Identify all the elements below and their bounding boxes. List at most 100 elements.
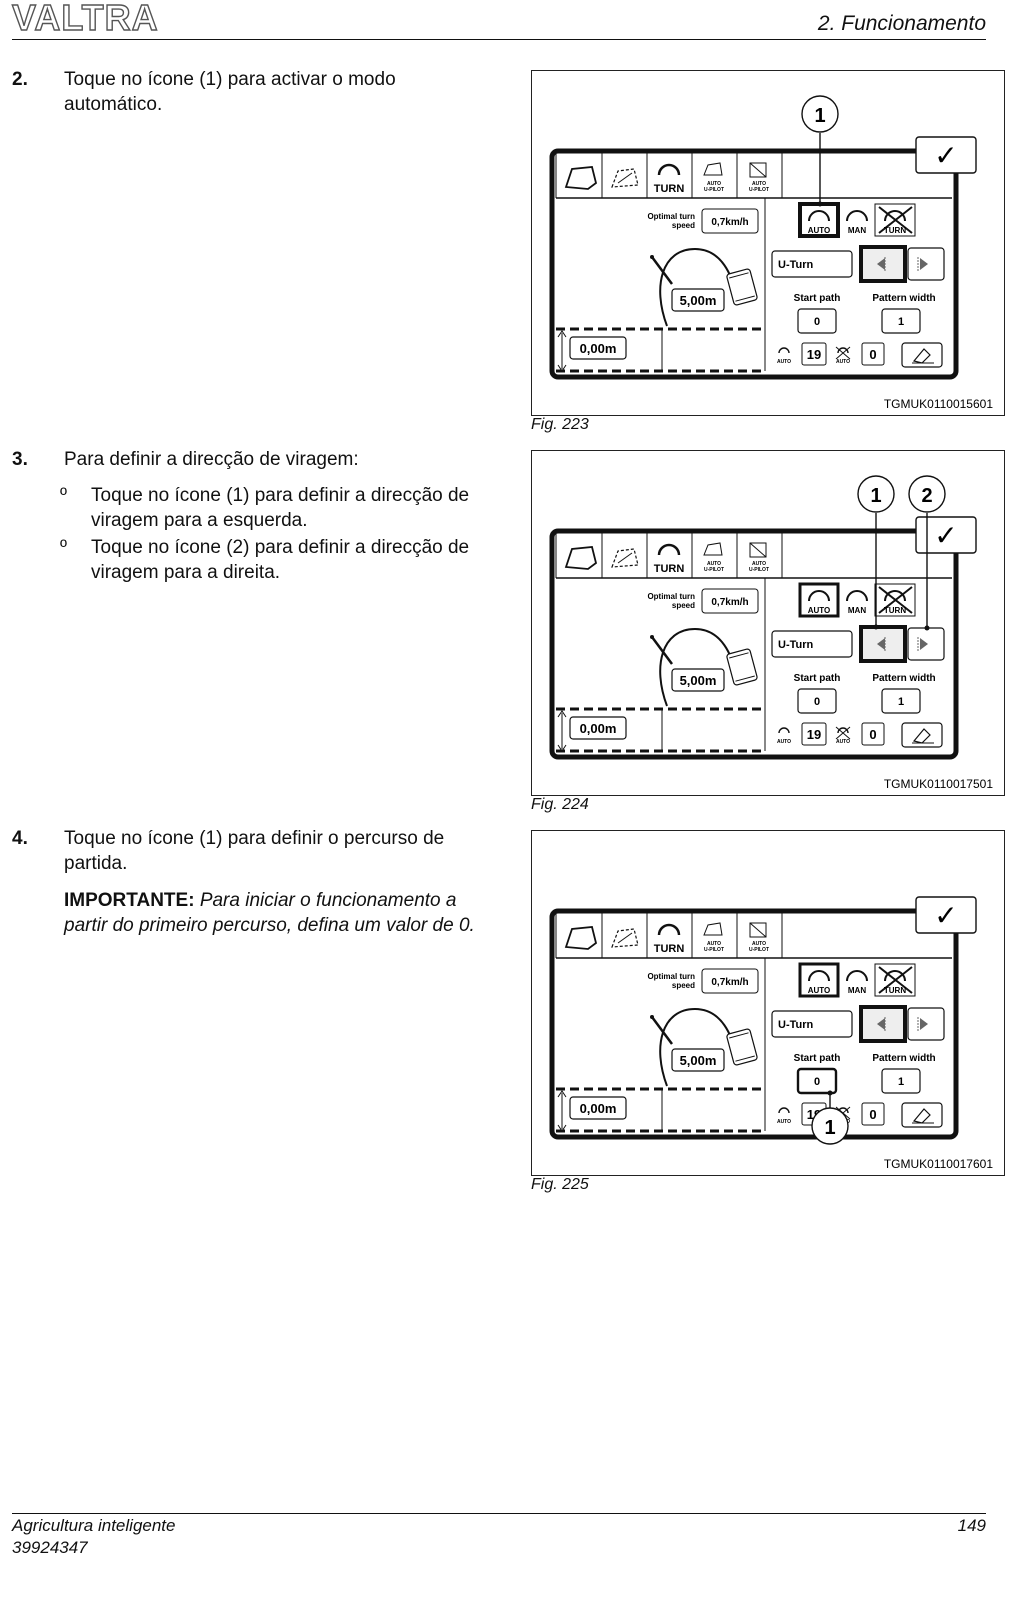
svg-text:19: 19 [807,727,821,742]
svg-text:U-PILOT: U-PILOT [749,947,769,953]
step-text: Para definir a direcção de viragem: [64,449,359,470]
footer-title: Agricultura inteligente [12,1516,176,1535]
svg-text:5,00m: 5,00m [680,293,717,308]
svg-text:AUTO: AUTO [836,359,850,365]
svg-text:U-Turn: U-Turn [778,259,814,271]
svg-text:U-PILOT: U-PILOT [704,947,724,953]
footer-doc-number: 39924347 [12,1538,88,1557]
svg-text:✓: ✓ [934,140,957,171]
svg-text:speed: speed [672,981,695,990]
svg-text:0,7km/h: 0,7km/h [711,217,748,228]
svg-text:Start path: Start path [794,293,841,304]
svg-text:1: 1 [898,316,904,328]
svg-text:AUTO: AUTO [752,941,766,947]
svg-text:1: 1 [898,696,904,708]
svg-text:2: 2 [921,485,932,507]
svg-text:MAN: MAN [848,606,866,615]
svg-text:Start path: Start path [794,1053,841,1064]
svg-text:1: 1 [870,485,881,507]
svg-text:TGMUK0110017601: TGMUK0110017601 [884,1157,994,1171]
svg-text:AUTO: AUTO [707,181,721,187]
svg-text:AUTO: AUTO [836,739,850,745]
step-text: Toque no ícone (1) para activar o modo a… [64,69,396,115]
svg-text:U-PILOT: U-PILOT [749,567,769,573]
important-label: IMPORTANTE: [64,890,195,911]
svg-text:VALTRA: VALTRA [12,0,159,36]
svg-text:Pattern width: Pattern width [872,293,935,304]
svg-text:Optimal turn: Optimal turn [647,592,695,601]
header-rule [12,39,986,40]
svg-text:TURN: TURN [654,943,685,955]
valtra-logo: VALTRA [11,0,159,36]
step-number: 4. [12,828,28,849]
svg-text:0: 0 [869,347,876,362]
svg-text:1: 1 [814,105,825,127]
svg-text:0: 0 [869,727,876,742]
svg-text:0,7km/h: 0,7km/h [711,597,748,608]
svg-text:MAN: MAN [848,226,866,235]
svg-text:speed: speed [672,601,695,610]
svg-text:0,00m: 0,00m [580,721,617,736]
svg-text:✓: ✓ [934,520,957,551]
svg-text:U-Turn: U-Turn [778,639,814,651]
svg-text:AUTO: AUTO [808,226,831,235]
svg-text:TURN: TURN [884,606,906,615]
svg-text:U-Turn: U-Turn [778,1019,814,1031]
svg-text:0,00m: 0,00m [580,341,617,356]
step-text: Toque no ícone (1) para definir o percur… [64,828,445,874]
svg-text:TURN: TURN [884,986,906,995]
svg-text:AUTO: AUTO [707,941,721,947]
svg-text:U-PILOT: U-PILOT [704,187,724,193]
svg-text:AUTO: AUTO [707,561,721,567]
svg-text:0: 0 [814,1076,820,1088]
page-number: 149 [957,1516,986,1535]
svg-text:U-PILOT: U-PILOT [704,567,724,573]
step-number: 2. [12,69,28,90]
footer-rule [12,1513,986,1514]
svg-text:Start path: Start path [794,673,841,684]
svg-text:speed: speed [672,221,695,230]
svg-text:5,00m: 5,00m [680,673,717,688]
section-title: 2. Funcionamento [817,12,986,35]
svg-text:TURN: TURN [884,226,906,235]
figure-caption: Fig. 224 [531,796,589,813]
svg-text:19: 19 [807,347,821,362]
svg-text:1: 1 [824,1117,835,1139]
svg-text:✓: ✓ [934,900,957,931]
svg-text:AUTO: AUTO [777,359,791,365]
svg-text:AUTO: AUTO [752,561,766,567]
svg-text:Optimal turn: Optimal turn [647,212,695,221]
svg-text:0,00m: 0,00m [580,1101,617,1116]
svg-text:AUTO: AUTO [752,181,766,187]
important-text: Para iniciar o funcionamento a partir do… [64,890,475,936]
figure-caption: Fig. 225 [531,1176,589,1193]
svg-text:AUTO: AUTO [808,606,831,615]
svg-text:0,7km/h: 0,7km/h [711,977,748,988]
important-note: IMPORTANTE: Para iniciar o funcionamento… [64,888,484,938]
svg-text:0: 0 [869,1107,876,1122]
svg-text:1: 1 [898,1076,904,1088]
svg-text:Pattern width: Pattern width [872,673,935,684]
svg-text:TURN: TURN [654,183,685,195]
svg-text:AUTO: AUTO [777,1119,791,1125]
svg-text:0: 0 [814,316,820,328]
svg-text:TURN: TURN [654,563,685,575]
svg-text:U-PILOT: U-PILOT [749,187,769,193]
svg-text:Optimal turn: Optimal turn [647,972,695,981]
svg-text:5,00m: 5,00m [680,1053,717,1068]
svg-text:AUTO: AUTO [808,986,831,995]
svg-text:TGMUK0110017501: TGMUK0110017501 [884,777,994,791]
step-number: 3. [12,449,28,470]
svg-text:Pattern width: Pattern width [872,1053,935,1064]
figure-caption: Fig. 223 [531,416,589,433]
svg-text:AUTO: AUTO [777,739,791,745]
svg-text:TGMUK0110015601: TGMUK0110015601 [884,397,994,411]
svg-text:0: 0 [814,696,820,708]
svg-text:MAN: MAN [848,986,866,995]
